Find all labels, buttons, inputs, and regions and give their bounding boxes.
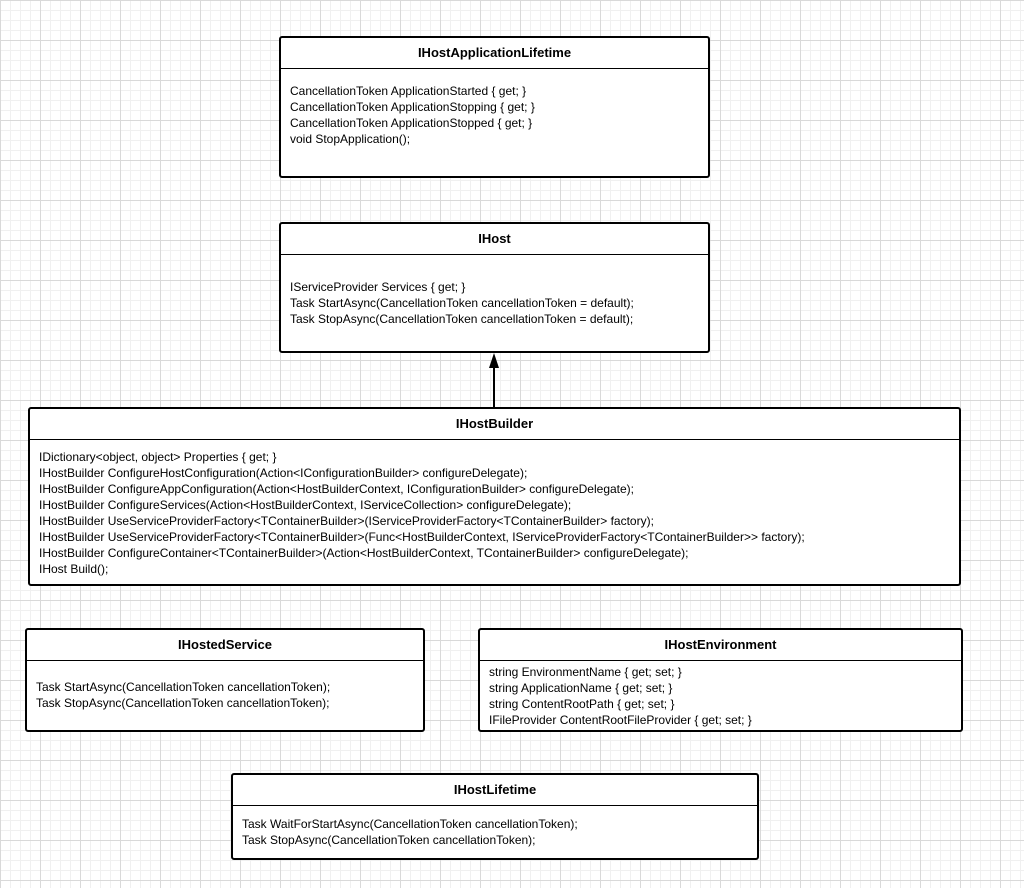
class-ihost[interactable]: IHost IServiceProvider Services { get; }… bbox=[279, 222, 710, 353]
class-name: IHostApplicationLifetime bbox=[281, 38, 708, 69]
member-application-name: string ApplicationName { get; set; } bbox=[489, 681, 673, 695]
class-name: IHostLifetime bbox=[233, 775, 757, 806]
class-name: IHostBuilder bbox=[30, 409, 959, 440]
members-list: IServiceProvider Services { get; } Task … bbox=[281, 255, 708, 333]
arrow-head-icon bbox=[489, 353, 499, 368]
member-start-async: Task StartAsync(CancellationToken cancel… bbox=[290, 296, 634, 310]
class-ihostbuilder[interactable]: IHostBuilder IDictionary<object, object>… bbox=[28, 407, 961, 586]
members-list: string EnvironmentName { get; set; } str… bbox=[480, 661, 961, 734]
member-environment-name: string EnvironmentName { get; set; } bbox=[489, 665, 682, 679]
member-start-async: Task StartAsync(CancellationToken cancel… bbox=[36, 680, 331, 694]
class-name: IHostEnvironment bbox=[480, 630, 961, 661]
member-stop-application: void StopApplication(); bbox=[290, 132, 411, 146]
class-ihostapplicationlifetime[interactable]: IHostApplicationLifetime CancellationTok… bbox=[279, 36, 710, 178]
member-application-stopping: CancellationToken ApplicationStopping { … bbox=[290, 100, 535, 114]
class-ihostenvironment[interactable]: IHostEnvironment string EnvironmentName … bbox=[478, 628, 963, 732]
member-services: IServiceProvider Services { get; } bbox=[290, 280, 466, 294]
member-stop-async: Task StopAsync(CancellationToken cancell… bbox=[242, 833, 536, 847]
member-application-started: CancellationToken ApplicationStarted { g… bbox=[290, 84, 527, 98]
members-list: CancellationToken ApplicationStarted { g… bbox=[281, 69, 708, 153]
member-configure-host-configuration: IHostBuilder ConfigureHostConfiguration(… bbox=[39, 466, 528, 480]
class-name: IHost bbox=[281, 224, 708, 255]
member-stop-async: Task StopAsync(CancellationToken cancell… bbox=[290, 312, 634, 326]
member-content-root-file-provider: IFileProvider ContentRootFileProvider { … bbox=[489, 713, 752, 727]
member-stop-async: Task StopAsync(CancellationToken cancell… bbox=[36, 696, 330, 710]
member-configure-container: IHostBuilder ConfigureContainer<TContain… bbox=[39, 546, 689, 560]
members-list: Task WaitForStartAsync(CancellationToken… bbox=[233, 806, 757, 854]
member-configure-app-configuration: IHostBuilder ConfigureAppConfiguration(A… bbox=[39, 482, 635, 496]
member-use-service-provider-factory-func: IHostBuilder UseServiceProviderFactory<T… bbox=[39, 530, 805, 544]
member-application-stopped: CancellationToken ApplicationStopped { g… bbox=[290, 116, 533, 130]
member-use-service-provider-factory: IHostBuilder UseServiceProviderFactory<T… bbox=[39, 514, 654, 528]
members-list: Task StartAsync(CancellationToken cancel… bbox=[27, 661, 423, 717]
class-ihostedservice[interactable]: IHostedService Task StartAsync(Cancellat… bbox=[25, 628, 425, 732]
member-build: IHost Build(); bbox=[39, 562, 109, 576]
class-name: IHostedService bbox=[27, 630, 423, 661]
member-content-root-path: string ContentRootPath { get; set; } bbox=[489, 697, 675, 711]
members-list: IDictionary<object, object> Properties {… bbox=[30, 440, 959, 583]
member-configure-services: IHostBuilder ConfigureServices(Action<Ho… bbox=[39, 498, 572, 512]
class-ihostlifetime[interactable]: IHostLifetime Task WaitForStartAsync(Can… bbox=[231, 773, 759, 860]
member-wait-for-start-async: Task WaitForStartAsync(CancellationToken… bbox=[242, 817, 578, 831]
member-properties: IDictionary<object, object> Properties {… bbox=[39, 450, 277, 464]
